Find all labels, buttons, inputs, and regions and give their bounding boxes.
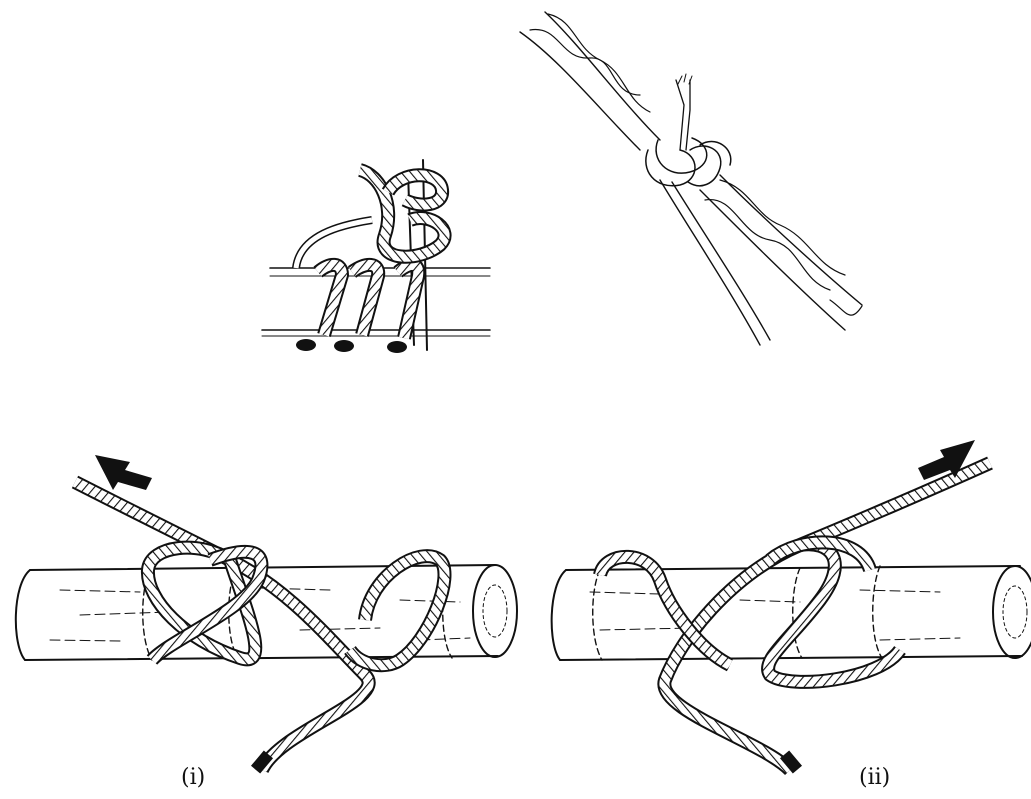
rope-right: [600, 463, 990, 774]
half-hitch-on-bar-figure: [262, 160, 490, 353]
log-right: [552, 566, 1031, 660]
caption-figure-i: (i): [181, 765, 205, 790]
timber-hitch-left-figure: [16, 455, 517, 774]
hitch-line: [660, 74, 770, 345]
turns: [296, 265, 418, 353]
pull-arrow-left: [95, 455, 152, 490]
hitch-wraps: [646, 138, 731, 186]
timber-hitch-right-figure: [552, 440, 1031, 774]
rolling-hitch-on-rope-figure: [520, 12, 862, 345]
knot-head: [360, 170, 445, 257]
caption-figure-ii: (ii): [859, 765, 890, 790]
rope-left: [75, 482, 444, 774]
